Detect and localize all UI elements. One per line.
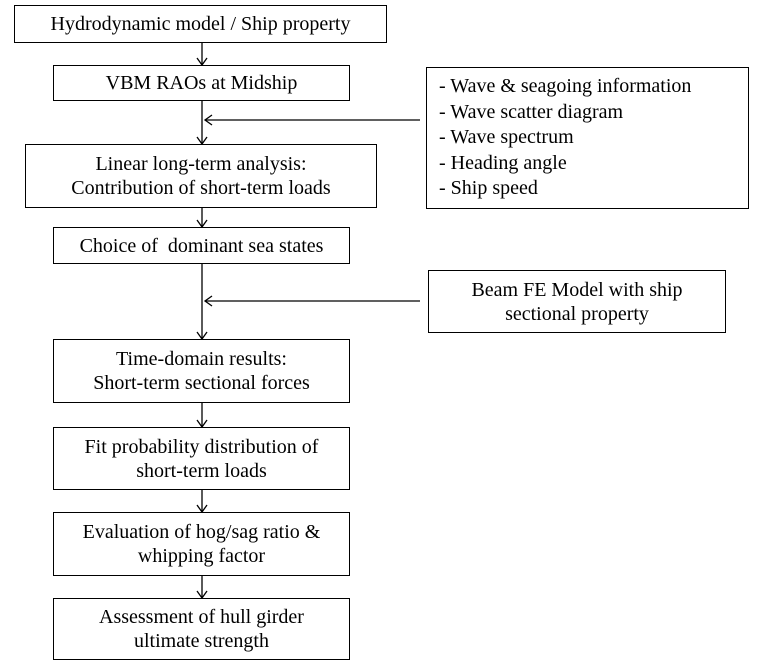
box-text-line: Assessment of hull girder	[99, 606, 304, 628]
list-item: - Ship speed	[439, 177, 538, 199]
list-item: - Wave scatter diagram	[439, 100, 624, 123]
box-text-line: sectional property	[505, 302, 649, 325]
beam-fe-model-box: Beam FE Model with ship sectional proper…	[428, 270, 726, 333]
box-text-line: whipping factor	[137, 545, 266, 567]
linear-long-term-analysis-box: Linear long-term analysis: Contribution …	[25, 144, 377, 208]
assessment-hull-girder-box: Assessment of hull girder ultimate stren…	[53, 598, 350, 660]
box-text-line: Choice of dominant sea states	[79, 234, 324, 257]
list-item: - Wave spectrum	[439, 126, 574, 148]
hydrodynamic-model-box: Hydrodynamic model / Ship property	[14, 5, 387, 43]
wave-information-box: - Wave & seagoing information - Wave sca…	[426, 67, 749, 209]
box-text-line: Fit probability distribution of	[84, 435, 319, 458]
box-text-line: Linear long-term analysis:	[95, 153, 307, 175]
time-domain-results-box: Time-domain results: Short-term sectiona…	[53, 339, 350, 403]
box-text-line: Beam FE Model with ship	[471, 278, 683, 301]
box-text-line: Time-domain results:	[116, 348, 287, 370]
vbm-raos-box: VBM RAOs at Midship	[53, 65, 350, 101]
box-text-line: Short-term sectional forces	[93, 372, 310, 394]
box-text-line: short-term loads	[136, 459, 267, 482]
box-text-line: ultimate strength	[134, 630, 269, 652]
box-text-line: Contribution of short-term loads	[71, 177, 331, 199]
box-text-line: VBM RAOs at Midship	[105, 72, 298, 94]
arrowhead-beam	[203, 295, 213, 307]
choice-of-sea-states-box: Choice of dominant sea states	[53, 227, 350, 264]
fit-probability-distribution-box: Fit probability distribution of short-te…	[53, 427, 350, 490]
list-item: - Wave & seagoing information	[439, 75, 692, 97]
arrowhead-wave-info	[203, 114, 213, 126]
box-text-line: Evaluation of hog/sag ratio &	[82, 521, 321, 543]
evaluation-hog-sag-box: Evaluation of hog/sag ratio & whipping f…	[53, 512, 350, 576]
box-text-line: Hydrodynamic model / Ship property	[50, 13, 351, 35]
list-item: - Heading angle	[439, 151, 567, 174]
